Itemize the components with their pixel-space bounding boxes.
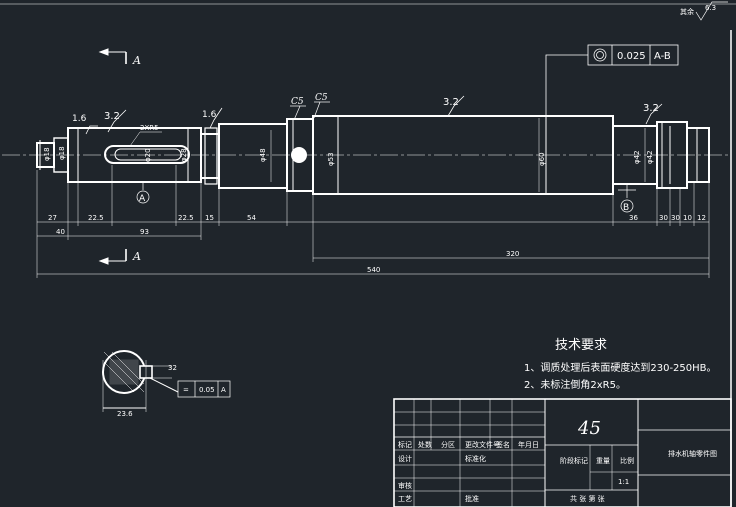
svg-text:A: A	[132, 250, 141, 263]
svg-text:1:1: 1:1	[618, 478, 629, 486]
dimension-row-1-labels: 27 22.5 22.5 15 54 36 30 30 10 12	[48, 214, 706, 222]
dim-93: 93	[140, 228, 149, 236]
svg-text:A: A	[139, 194, 146, 204]
svg-text:30: 30	[671, 214, 680, 222]
svg-text:工艺: 工艺	[398, 495, 412, 503]
dimension-row-1	[36, 165, 710, 278]
note-1: 1、调质处理后表面硬度达到230-250HB。	[524, 361, 717, 374]
dim-40: 40	[56, 228, 65, 236]
svg-text:比例: 比例	[620, 456, 634, 465]
section-dim-depth: 23.6	[117, 410, 133, 418]
svg-text:6.3: 6.3	[705, 4, 716, 12]
svg-text:3.2: 3.2	[104, 111, 120, 122]
svg-text:φ18: φ18	[58, 146, 66, 160]
svg-text:0.05: 0.05	[199, 386, 215, 394]
material-label: 45	[577, 418, 601, 439]
svg-text:C5: C5	[291, 97, 304, 107]
svg-text:签名: 签名	[496, 440, 510, 449]
svg-text:审核: 审核	[398, 481, 412, 490]
title-block-text: 标记 处数 分区 更改文件号 签名 年月日 设计 标准化 阶段标记 重量 比例 …	[398, 418, 717, 503]
svg-text:3.2: 3.2	[443, 97, 459, 108]
svg-text:=: =	[183, 386, 189, 394]
corner-roughness-note: 其余 6.3	[680, 1, 728, 21]
svg-text:年月日: 年月日	[518, 440, 539, 449]
svg-text:3.2: 3.2	[643, 103, 659, 114]
svg-text:54: 54	[247, 214, 256, 222]
svg-text:2XR5: 2XR5	[140, 124, 159, 132]
svg-text:标记: 标记	[398, 440, 412, 449]
roughness-symbols: 1.6 3.2 1.6 3.2 3.2	[72, 95, 663, 135]
shaft-outline	[36, 115, 710, 195]
section-cut-a-top: A	[98, 48, 141, 67]
svg-text:共 张 第 张: 共 张 第 张	[570, 494, 605, 503]
datum-b-marker: B	[618, 184, 636, 213]
svg-text:12: 12	[697, 214, 706, 222]
section-gdt-frame: = 0.05 A	[177, 380, 231, 398]
svg-text:φ53: φ53	[327, 152, 335, 166]
svg-text:A-B: A-B	[654, 51, 671, 62]
svg-text:φ60: φ60	[538, 152, 546, 166]
svg-text:更改文件号: 更改文件号	[465, 440, 500, 449]
note-2: 2、未标注倒角2xR5。	[524, 378, 626, 391]
svg-text:重量: 重量	[596, 457, 610, 465]
svg-text:22.5: 22.5	[178, 214, 194, 222]
section-view	[102, 350, 179, 412]
svg-text:φ20: φ20	[144, 148, 152, 162]
svg-text:标准化: 标准化	[465, 454, 486, 463]
svg-text:批准: 批准	[465, 494, 479, 503]
svg-text:1.6: 1.6	[72, 114, 87, 124]
svg-text:0.025: 0.025	[617, 51, 646, 62]
section-dim-width: 32	[168, 364, 177, 372]
svg-text:36: 36	[629, 214, 638, 222]
svg-text:30: 30	[659, 214, 668, 222]
drawing-frame	[0, 3, 736, 507]
chamfer-callouts: C5 C5	[290, 93, 330, 121]
svg-text:A: A	[132, 54, 141, 67]
section-cut-a-bottom: A	[98, 249, 141, 265]
svg-text:处数: 处数	[418, 440, 432, 449]
svg-text:其余: 其余	[680, 7, 694, 16]
title-block	[393, 398, 732, 507]
svg-text:阶段标记: 阶段标记	[560, 456, 588, 465]
dim-320: 320	[506, 250, 519, 258]
svg-text:φ42: φ42	[633, 150, 641, 164]
svg-text:φ48: φ48	[259, 148, 267, 162]
diameter-labels: φ18 φ18 φ20 φ28 φ48 φ53 φ60 φ42 φ42	[43, 146, 654, 166]
svg-text:φ18: φ18	[43, 147, 51, 161]
svg-text:B: B	[623, 203, 629, 213]
dim-total: 540	[367, 266, 380, 274]
svg-text:A: A	[221, 386, 226, 394]
keyway-callout: 2XR5	[129, 124, 162, 147]
notes-title: 技术要求	[555, 338, 607, 353]
svg-text:φ42: φ42	[646, 150, 654, 164]
svg-text:分区: 分区	[441, 440, 455, 449]
svg-text:1.6: 1.6	[202, 110, 217, 120]
svg-text:φ28: φ28	[180, 148, 188, 162]
svg-text:15: 15	[205, 214, 214, 222]
dimension-row-2	[37, 226, 201, 240]
svg-text:22.5: 22.5	[88, 214, 104, 222]
svg-text:C5: C5	[315, 93, 328, 103]
svg-text:设计: 设计	[398, 454, 412, 463]
svg-text:27: 27	[48, 214, 57, 222]
gdt-frame: 0.025 A-B	[545, 44, 679, 116]
technical-notes: 技术要求 1、调质处理后表面硬度达到230-250HB。 2、未标注倒角2xR5…	[524, 338, 717, 391]
part-name: 排水机轴零件图	[668, 449, 717, 458]
datum-a-marker: A	[136, 182, 150, 204]
svg-text:10: 10	[683, 214, 692, 222]
